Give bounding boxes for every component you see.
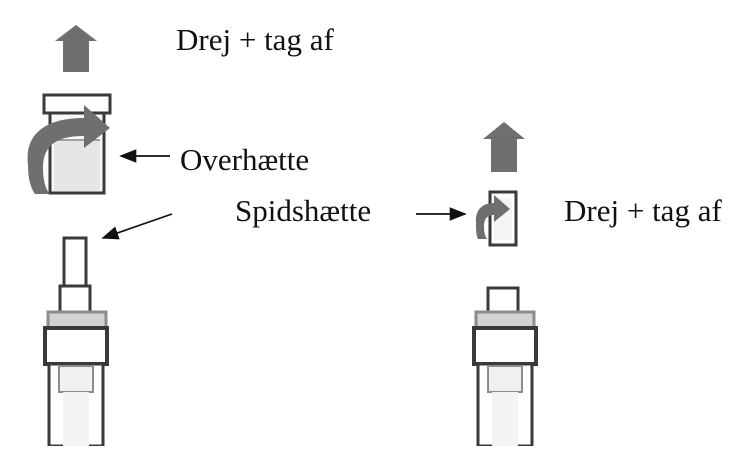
outer-cap: [42, 93, 112, 195]
curved-arrow-icon: [27, 105, 110, 194]
left-spidshatte-pointer-line: [101, 213, 173, 240]
right-action-label: Drej + tag af: [564, 193, 722, 228]
pen-body-right: [472, 286, 538, 448]
curved-arrow-icon: [475, 195, 510, 239]
up-arrow-icon: [55, 25, 97, 72]
right-pen-assembly: [416, 122, 538, 448]
left-pen-assembly: [27, 25, 173, 448]
small-tip-cap: [488, 190, 518, 247]
tip-cap-label: Spidshætte: [235, 193, 372, 228]
outer-cap-label: Overhætte: [180, 142, 310, 177]
up-arrow-icon: [483, 122, 525, 172]
pen-body-left: [43, 236, 109, 448]
left-action-label: Drej + tag af: [176, 22, 334, 57]
